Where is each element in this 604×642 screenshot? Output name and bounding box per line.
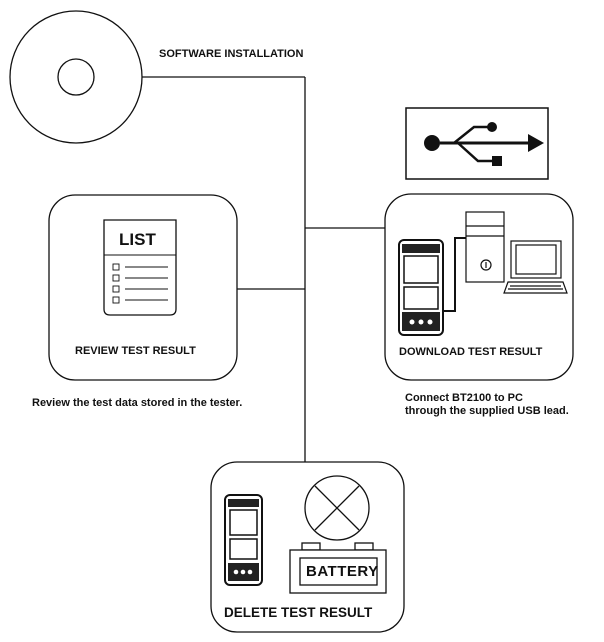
battery-icon [289,542,387,594]
tester-device-icon [398,239,444,336]
download-box [384,193,574,381]
review-test-result-label: REVIEW TEST RESULT [75,345,196,357]
tester-device-icon [224,494,263,586]
download-description-line1: Connect BT2100 to PC [405,392,523,404]
battery-icon-text: BATTERY [306,563,379,580]
delete-box [210,461,405,633]
usb-icon [405,107,549,180]
delete-cross-icon [304,475,370,541]
list-icon-text: LIST [119,230,156,249]
list-document-icon [103,219,177,316]
download-description: Connect BT2100 to PC through the supplie… [405,392,569,418]
monitor-icon [503,240,568,294]
cd-disc-icon [9,10,143,144]
review-description: Review the test data stored in the teste… [32,397,243,409]
delete-test-result-label: DELETE TEST RESULT [224,605,373,620]
connector-lines [118,76,385,462]
software-installation-label: SOFTWARE INSTALLATION [159,48,304,60]
download-description-line2: through the supplied USB lead. [405,405,569,417]
review-box [48,194,238,381]
pc-tower-icon [465,211,505,283]
download-test-result-label: DOWNLOAD TEST RESULT [399,346,543,358]
